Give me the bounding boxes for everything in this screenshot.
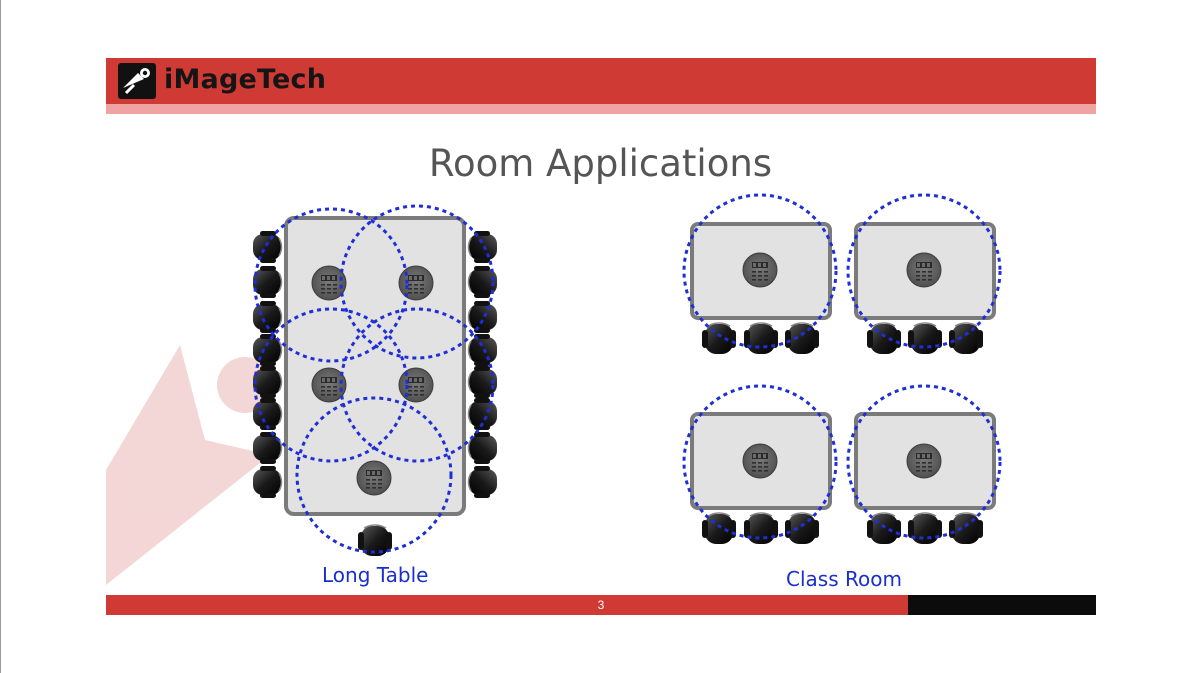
brand-name: iMageTech: [164, 64, 327, 95]
class-room-table-1: [682, 193, 838, 355]
class-room-layout: [682, 193, 1002, 545]
page-number: 3: [597, 598, 605, 612]
class-room-table-4: [846, 384, 1002, 545]
long-table-pickup-circles: [253, 204, 495, 554]
long-table-label: Long Table: [322, 563, 429, 587]
footer-bar: [106, 595, 908, 615]
header-strip: [106, 104, 1096, 114]
class-room-table-3: [682, 384, 838, 545]
long-table-layout: [252, 204, 498, 557]
slide-left-border: [0, 0, 1, 673]
header-bar: [106, 58, 1096, 104]
footer-accent: [908, 595, 1096, 615]
background-watermark: [106, 345, 273, 585]
class-room-label: Class Room: [786, 567, 902, 591]
page-title: Room Applications: [428, 142, 773, 185]
class-room-table-2: [846, 193, 1002, 355]
camera-logo-icon: [118, 63, 156, 99]
